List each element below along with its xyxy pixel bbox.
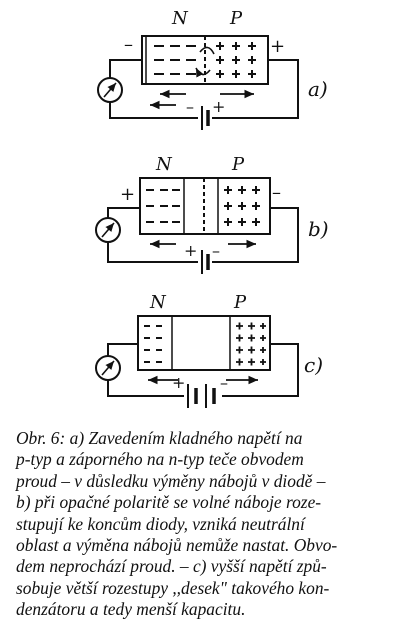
n-region-label: N xyxy=(155,154,173,175)
caption-line: p-typ a záporného na n-typ teče obvodem xyxy=(16,449,304,470)
p-charges xyxy=(236,322,266,366)
ammeter-icon xyxy=(95,355,121,381)
caption-line: stupují ke koncům diody, vzniká neutráln… xyxy=(16,513,305,534)
ammeter-icon xyxy=(97,77,123,103)
diagram-a: N P – + – xyxy=(97,8,328,130)
caption-line: Obr. 6: a) Zavedením kladného napětí na xyxy=(16,428,303,448)
battery-icon xyxy=(201,250,210,274)
left-terminal-sign: + xyxy=(120,184,135,205)
diagram-label: a) xyxy=(308,77,328,101)
caption-line: sobuje větší rozestupy ,,desek" takového… xyxy=(16,577,330,598)
p-region-label: P xyxy=(231,154,245,175)
p-charges xyxy=(216,42,256,78)
circuit-wire xyxy=(107,207,299,263)
circuit-wire xyxy=(109,59,299,119)
p-region-label: P xyxy=(229,8,243,29)
figure-caption: Obr. 6: a) Zavedením kladného napětí na … xyxy=(16,428,398,621)
battery-icon xyxy=(187,384,216,408)
right-terminal-sign: + xyxy=(270,36,285,57)
caption-line: denzátoru a tedy menší kapacitu. xyxy=(16,599,246,620)
pn-diode-figure: N P – + – xyxy=(95,8,329,408)
n-region-label: N xyxy=(171,8,189,29)
diagram-label: c) xyxy=(304,353,323,377)
battery-minus: – xyxy=(220,373,228,392)
n-charges xyxy=(144,325,162,363)
battery-plus: + xyxy=(184,241,197,260)
battery-plus: + xyxy=(172,373,185,392)
diagram-label: b) xyxy=(308,217,329,241)
caption-line: proud – v důsledku výměny nábojů v diodě… xyxy=(16,470,326,491)
diagram-c: N P + – c) xyxy=(95,292,323,408)
battery-plus: + xyxy=(212,97,225,116)
n-region-label: N xyxy=(149,292,167,313)
ammeter-icon xyxy=(95,217,121,243)
caption-line: dem neprochází proud. – c) vyšší napětí … xyxy=(16,556,327,577)
right-terminal-sign: – xyxy=(272,182,281,203)
n-charges xyxy=(146,189,180,223)
left-terminal-sign: – xyxy=(124,34,133,55)
caption-line: b) při opačné polaritě se volné náboje r… xyxy=(16,492,322,513)
circuit-wire xyxy=(107,343,299,397)
battery-minus: – xyxy=(212,241,220,260)
battery-icon xyxy=(201,106,210,130)
n-charges xyxy=(154,45,196,75)
battery-minus: – xyxy=(186,97,194,116)
p-charges xyxy=(224,186,260,226)
diagram-b: N P + – + – b) xyxy=(95,154,329,274)
exchange-arrows xyxy=(196,46,215,74)
caption-line: oblast a výměna nábojů nemůže nastat. Ob… xyxy=(16,535,338,556)
p-region-label: P xyxy=(233,292,247,313)
